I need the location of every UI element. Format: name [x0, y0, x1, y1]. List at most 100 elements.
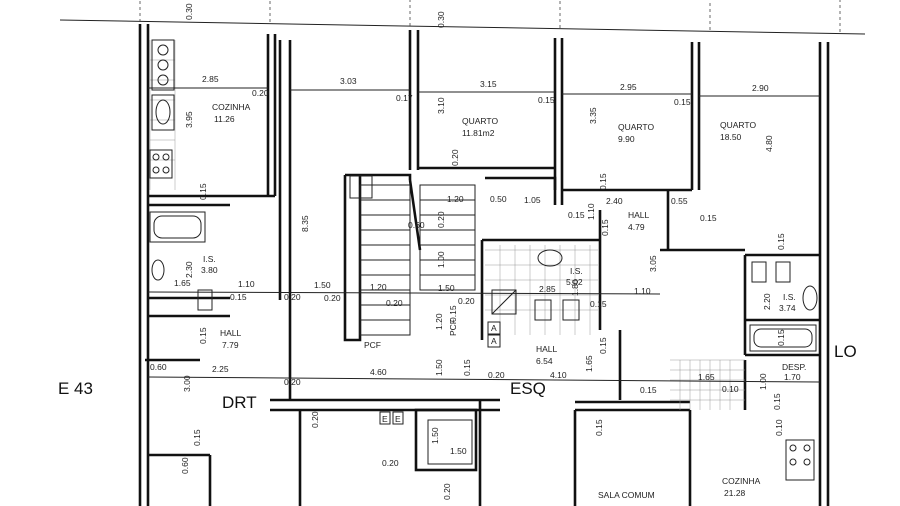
- dim: 0.10: [774, 419, 784, 436]
- dim: 3.05: [648, 255, 658, 272]
- room-name: I.S.: [570, 266, 583, 276]
- label-pcf: PCF: [364, 340, 381, 350]
- fixtures: [149, 39, 818, 481]
- dim: 0.15: [776, 233, 786, 250]
- dimension-ticks: [147, 87, 821, 383]
- room-area: 6.54: [536, 356, 553, 366]
- room-name: COZINHA: [212, 102, 251, 112]
- dim: 0.15: [772, 393, 782, 410]
- dim: 0.20: [252, 88, 269, 98]
- dim: 0.15: [776, 329, 786, 346]
- room-area: 5.02: [566, 277, 583, 287]
- dim: 0.20: [450, 149, 460, 166]
- dim: 0.15: [538, 95, 555, 105]
- dimension-labels: 2.85 3.03 3.15 2.95 2.90 0.20 0.17 0.15 …: [150, 74, 769, 468]
- dim: 1.65: [174, 278, 191, 288]
- dim: 0.20: [284, 292, 301, 302]
- room-area: 1.70: [784, 372, 801, 382]
- dim: 2.90: [752, 83, 769, 93]
- lift-label: A: [491, 336, 497, 346]
- dim: 1.80: [570, 279, 580, 296]
- dim: 2.25: [212, 364, 229, 374]
- room-name: SALA COMUM: [598, 490, 655, 500]
- dim: 3.95: [184, 111, 194, 128]
- room-name: HALL: [536, 344, 558, 354]
- dim: 0.15: [674, 97, 691, 107]
- lift-label: E: [395, 414, 401, 424]
- dim: 1.20: [434, 313, 444, 330]
- room-area: 3.80: [201, 265, 218, 275]
- block-labels: DRT ESQ LO E 43 PCF PCF A A E E: [58, 319, 857, 424]
- dim: 1.65: [584, 355, 594, 372]
- dim: 0.20: [442, 483, 452, 500]
- dim: 3.00: [182, 375, 192, 392]
- dim: 2.95: [620, 82, 637, 92]
- room-area: 11.26: [214, 114, 235, 124]
- dim: 0.15: [590, 299, 607, 309]
- room-area: 21.28: [724, 488, 746, 498]
- dim: 1.00: [436, 251, 446, 268]
- dim: 2.30: [184, 261, 194, 278]
- room-name: DESP.: [782, 362, 806, 372]
- dim: 0.15: [598, 337, 608, 354]
- dim: 0.20: [284, 377, 301, 387]
- room-labels: COZINHA 11.26 QUARTO 11.81m2 QUARTO 9.90…: [201, 102, 806, 500]
- room-area: 18.50: [720, 132, 742, 142]
- dim: 0.20: [324, 293, 341, 303]
- dim: 0.20: [458, 296, 475, 306]
- dim: 0.15: [700, 213, 717, 223]
- room-name: I.S.: [783, 292, 796, 302]
- dim: 0.20: [436, 211, 446, 228]
- dim: 1.05: [524, 195, 541, 205]
- dim: 4.60: [370, 367, 387, 377]
- dim: 2.20: [762, 293, 772, 310]
- exterior-top: [59, 0, 866, 35]
- dim: 0.20: [386, 298, 403, 308]
- dim: 0.60: [150, 362, 167, 372]
- dimension-labels-vertical: 0.30 0.30 3.95 3.10 3.35 4.80 0.20 0.15 …: [180, 3, 786, 500]
- staircase: [359, 179, 476, 336]
- dim: 4.10: [550, 370, 567, 380]
- dim: 1.10: [238, 279, 255, 289]
- dim: 1.50: [314, 280, 331, 290]
- room-name: HALL: [220, 328, 242, 338]
- room-area: 9.90: [618, 134, 635, 144]
- dim: 0.17: [396, 93, 413, 103]
- dim: 0.15: [600, 219, 610, 236]
- dim: 0.20: [310, 411, 320, 428]
- dim: 1.50: [438, 283, 455, 293]
- room-name: QUARTO: [462, 116, 498, 126]
- lift-label: E: [382, 414, 388, 424]
- dim: 0.30: [184, 3, 194, 20]
- dim: 3.35: [588, 107, 598, 124]
- room-name: COZINHA: [722, 476, 761, 486]
- label-lo: LO: [834, 342, 857, 361]
- room-area: 3.74: [779, 303, 796, 313]
- dim: 0.15: [598, 173, 608, 190]
- dim: 0.55: [671, 196, 688, 206]
- room-name: QUARTO: [720, 120, 756, 130]
- room-area: 4.79: [628, 222, 645, 232]
- dim: 1.65: [698, 372, 715, 382]
- dim: 1.10: [634, 286, 651, 296]
- dim: 0.15: [462, 359, 472, 376]
- dim: 1.50: [434, 359, 444, 376]
- dim: 0.30: [436, 11, 446, 28]
- label-esq: ESQ: [510, 379, 546, 398]
- dim: 0.20: [488, 370, 505, 380]
- dim: 0.60: [408, 220, 425, 230]
- label-drt: DRT: [222, 393, 257, 412]
- dim: 1.10: [586, 203, 596, 220]
- dim: 0.10: [722, 384, 739, 394]
- dim: 2.85: [539, 284, 556, 294]
- room-area: 11.81m2: [462, 128, 495, 138]
- room-name: QUARTO: [618, 122, 654, 132]
- dim: 0.15: [198, 327, 208, 344]
- label-pcf: PCF: [448, 319, 458, 336]
- dim: 3.03: [340, 76, 357, 86]
- room-name: I.S.: [203, 254, 216, 264]
- lift-label: A: [491, 323, 497, 333]
- dim: 1.20: [447, 194, 464, 204]
- dim: 0.15: [448, 305, 458, 322]
